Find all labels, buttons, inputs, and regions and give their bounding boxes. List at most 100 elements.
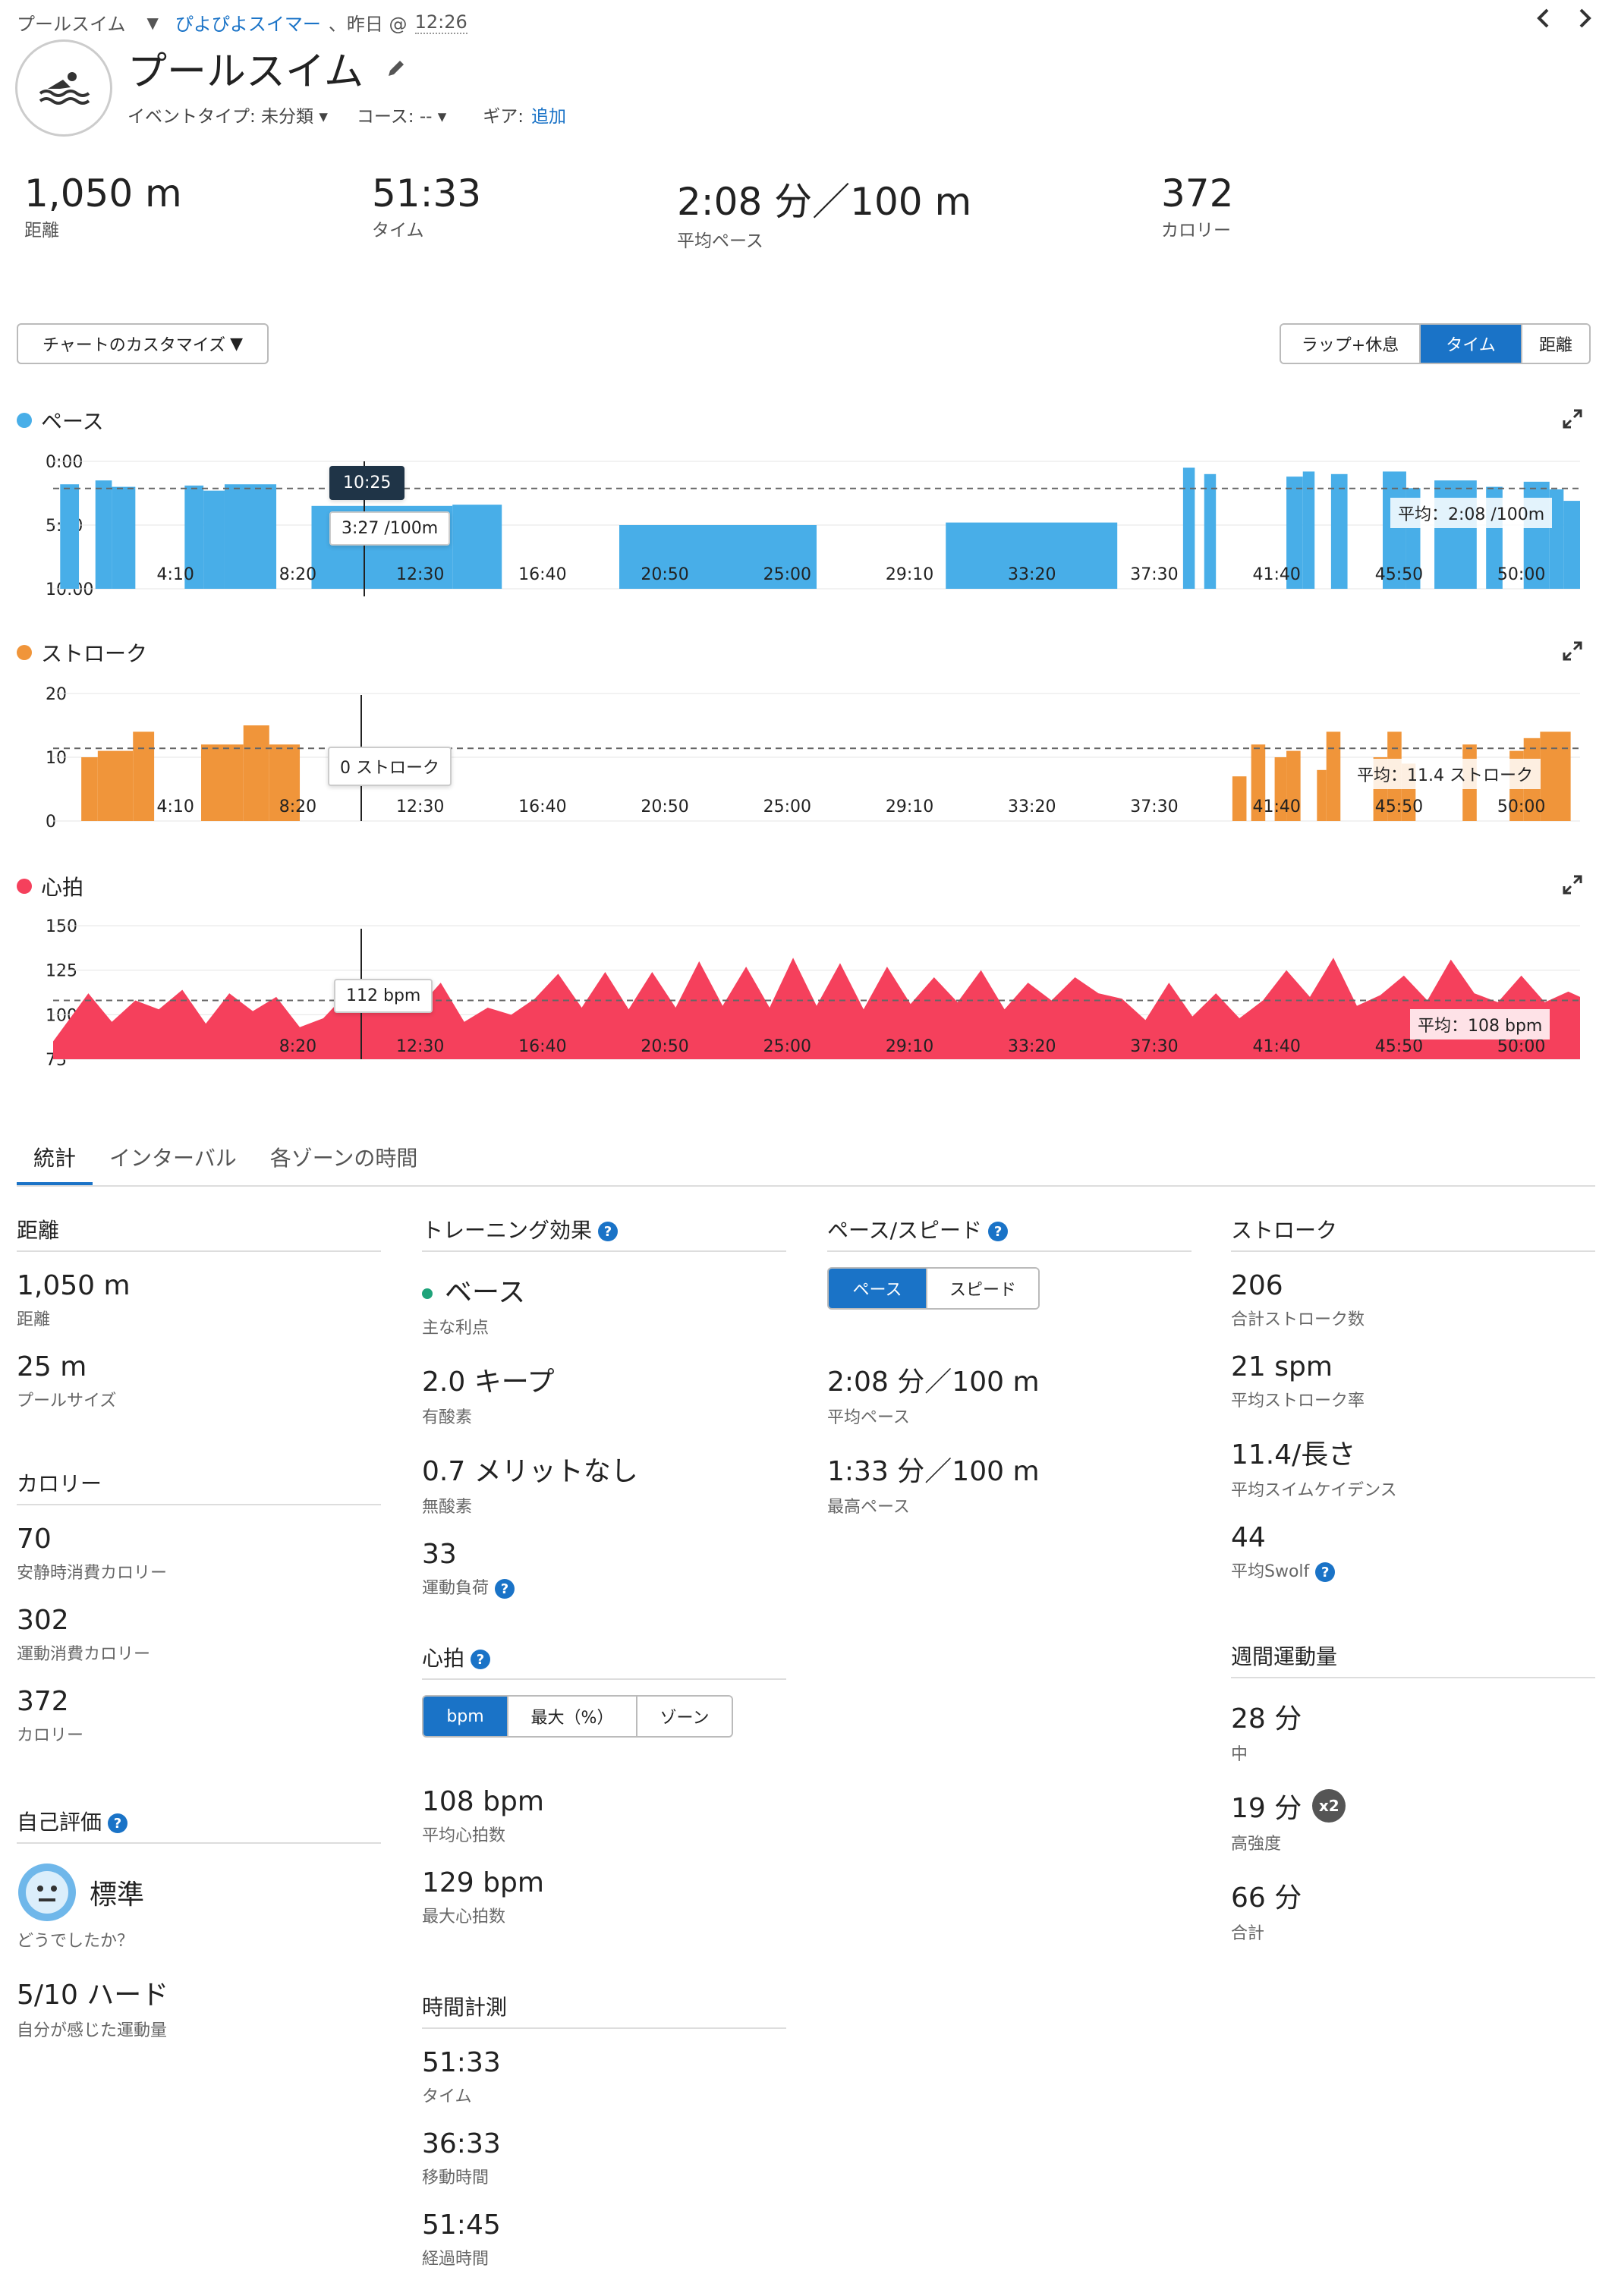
hr-legend-dot [17,879,32,894]
stats-col-stroke: ストローク 206 合計ストローク数 21 spm 平均ストローク率 11.4/… [1231,1214,1595,1582]
stat-value: 33 [422,1539,457,1570]
speed-tab[interactable]: スピード [927,1269,1038,1308]
summary-label: タイム [372,221,424,241]
help-icon[interactable]: ? [471,1650,491,1669]
pace-bar [1302,471,1315,589]
view-time-tab[interactable]: タイム [1421,325,1522,363]
x-tick-label: 45:50 [1375,565,1423,584]
pace-tooltip-time: 10:25 [329,466,405,500]
view-lap-rest-tab[interactable]: ラップ+休息 [1281,325,1421,363]
x-tick-label: 8:20 [279,1037,316,1056]
pace-bar [619,525,817,589]
stat-label: 平均心拍数 [422,1826,506,1845]
pace-bar [1563,501,1580,589]
stroke-bar [1317,769,1327,821]
next-activity-button[interactable] [1571,5,1598,32]
section-heading: カロリー [17,1467,381,1505]
summary-value: 51:33 [372,171,482,215]
x-tick-label: 8:20 [279,565,316,584]
stat-label: 距離 [17,1310,51,1329]
gear-label: ギア: [483,107,524,127]
stat-item: 206 合計ストローク数 [1231,1270,1595,1330]
hr-zone-tab[interactable]: ゾーン [637,1697,732,1736]
section-heading: 距離 [17,1214,381,1252]
face-neutral-icon[interactable] [17,1862,77,1923]
stat-label: タイム [422,2087,472,2106]
pace-legend-dot [17,413,32,428]
breadcrumb-user[interactable]: ぴよぴよスイマー [175,14,321,35]
x-tick-label: 33:20 [1008,565,1056,584]
y-tick-label: 0 [46,813,56,832]
stroke-bar [1232,776,1247,821]
activity-meta: イベントタイプ: 未分類 ▾ コース: -- ▾ ギア: 追加 [127,102,566,127]
caret-down-icon[interactable]: ▼ [146,13,159,32]
stat-value: 19 分 x2 [1231,1786,1595,1826]
hr-chart-title: 心拍 [17,871,83,901]
stats-col-hr: 心拍? bpm 最大（%） ゾーン 108 bpm 平均心拍数 129 bpm … [422,1642,786,1927]
pace-tab[interactable]: ペース [829,1269,927,1308]
stat-label: プールサイズ [17,1392,117,1411]
stat-value: 66 分 [1231,1882,1302,1914]
stroke-bar [97,750,134,821]
x-tick-label: 4:10 [157,565,194,584]
feeling-value: 標準 [90,1879,145,1911]
stroke-bar [1274,757,1287,821]
expand-icon[interactable] [1562,874,1583,895]
chart-customize-button[interactable]: チャートのカスタマイズ▼ [17,323,269,364]
stat-item: 302 運動消費カロリー [17,1605,381,1665]
pace-chart[interactable]: 0:005:0010:004:108:2012:3016:4020:5025:0… [0,448,1618,599]
y-tick-label: 10 [46,749,67,768]
x-tick-label: 16:40 [518,1037,566,1056]
stat-value: 36:33 [422,2128,501,2159]
stat-value: 21 spm [1231,1351,1333,1382]
stat-label: 運動負荷? [422,1574,786,1599]
pace-bar [1382,471,1406,589]
summary-calories: 372 カロリー [1161,171,1233,241]
hr-bpm-tab[interactable]: bpm [423,1697,508,1736]
x-tick-label: 45:50 [1375,797,1423,816]
expand-icon[interactable] [1562,640,1583,662]
help-icon[interactable]: ? [1315,1562,1336,1582]
tab-zones[interactable]: 各ゾーンの時間 [269,1146,418,1171]
pencil-icon[interactable] [385,57,408,80]
prev-activity-button[interactable] [1530,5,1557,32]
x-tick-label: 50:00 [1497,565,1545,584]
view-distance-tab[interactable]: 距離 [1522,325,1589,363]
help-icon[interactable]: ? [988,1222,1009,1241]
gear-add-link[interactable]: 追加 [531,107,567,127]
stroke-legend-dot [17,645,32,660]
stat-value: 2:08 分／100 m [827,1367,1040,1398]
stroke-average-label: 平均：11.4 ストローク [1349,759,1541,789]
stat-value: 302 [17,1605,69,1636]
breadcrumb-activity[interactable]: プールスイム [17,14,126,35]
pace-chart-title: ペース [17,405,104,436]
stat-value: 372 [17,1686,69,1717]
stats-col-training-effect: トレーニング効果? ベース 主な利点 2.0 キープ 有酸素 0.7 メリットな… [422,1214,786,1599]
stat-value: 2.0 キープ [422,1367,555,1398]
stroke-bar [243,725,269,821]
stat-item: 51:33 タイム [422,2047,786,2107]
tab-stats[interactable]: 統計 [17,1138,93,1185]
help-icon[interactable]: ? [495,1579,515,1599]
activity-icon [15,39,112,137]
event-type-select[interactable]: イベントタイプ: 未分類 ▾ [127,107,328,127]
stat-label: 移動時間 [422,2169,489,2187]
stroke-bar [1540,731,1571,821]
help-icon[interactable]: ? [598,1222,619,1241]
expand-icon[interactable] [1562,408,1583,429]
tab-intervals[interactable]: インターバル [109,1146,237,1171]
stat-item: 11.4/長さ 平均スイムケイデンス [1231,1433,1595,1501]
summary-time: 51:33 タイム [372,171,481,241]
course-select[interactable]: コース: -- ▾ [356,107,447,127]
stat-label: 最高ペース [827,1498,910,1517]
section-heading: ストローク [1231,1214,1595,1252]
stat-item: 1,050 m 距離 [17,1270,381,1330]
section-heading: 自己評価? [17,1806,381,1844]
pace-bar [1330,473,1348,589]
hr-max-percent-tab[interactable]: 最大（%） [508,1697,637,1736]
x-tick-label: 29:10 [886,565,933,584]
stroke-bar [1326,731,1341,821]
help-icon[interactable]: ? [108,1813,128,1833]
